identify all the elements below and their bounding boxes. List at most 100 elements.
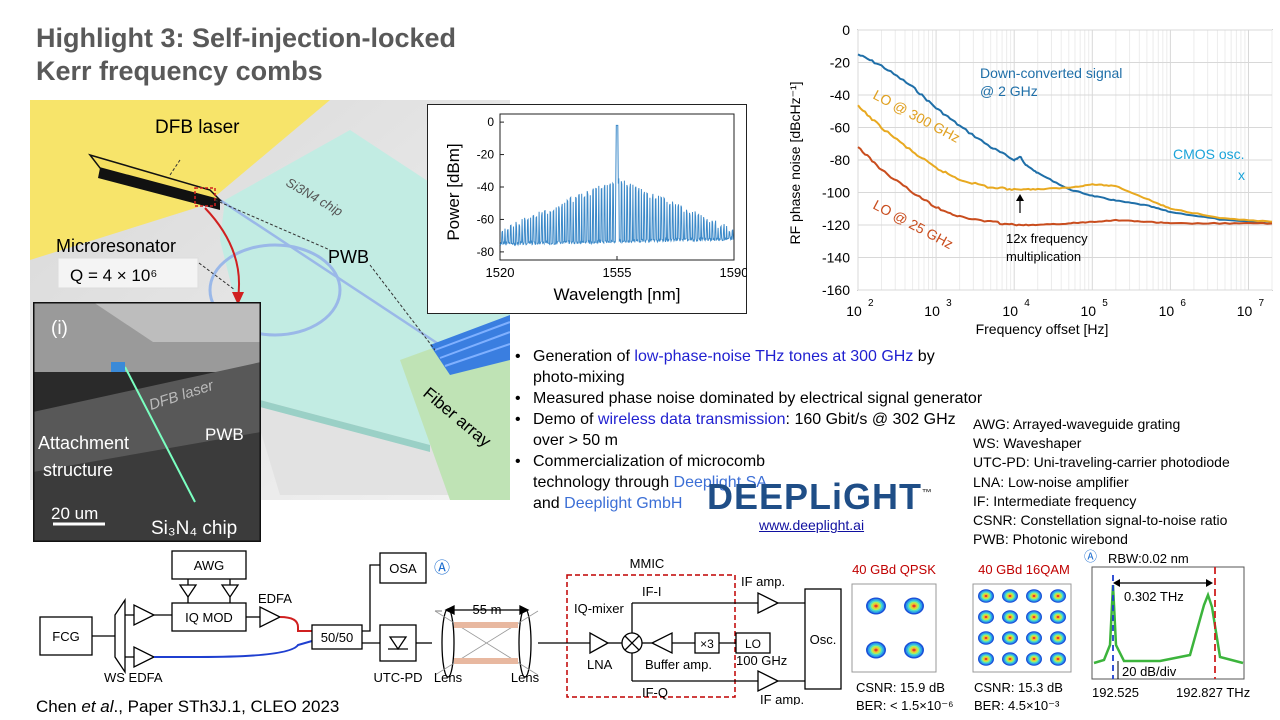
- lna-amp: [589, 631, 610, 655]
- abbreviation-list: AWG: Arrayed-waveguide grating WS: Waves…: [973, 415, 1230, 549]
- deeplight-gmbh-link[interactable]: Deeplight GmbH: [564, 495, 683, 512]
- y-tick-label: -100: [822, 185, 850, 201]
- annotation-mult-1: 12x frequency: [1006, 231, 1088, 246]
- y-tick-label: -80: [830, 152, 850, 168]
- bullet-list: Generation of low-phase-noise THz tones …: [513, 346, 983, 514]
- series-line-3: [857, 146, 1273, 227]
- microresonator-label: Microresonator: [56, 236, 176, 256]
- waveshaper: [114, 597, 126, 675]
- fcg-label: FCG: [52, 629, 79, 644]
- title-line-1: Highlight 3: Self-injection-locked: [36, 23, 457, 53]
- spectrum-xlabel: Wavelength [nm]: [554, 285, 681, 304]
- ws-edfa-label: WS EDFA: [104, 670, 163, 685]
- rbw-label: RBW:0.02 nm: [1108, 551, 1189, 566]
- y-tick-label: 0: [842, 22, 850, 38]
- if-amp-top: [757, 591, 780, 615]
- spectrum-x-tick: 1590: [720, 265, 747, 280]
- buffer-amp: [650, 631, 673, 655]
- deeplight-sa-link[interactable]: Deeplight SA: [673, 474, 767, 491]
- spectrum-ylabel: Power [dBm]: [444, 143, 463, 240]
- utc-pd-box: [379, 624, 417, 662]
- x-tick-exponent: 4: [1024, 298, 1030, 309]
- osa-label: OSA: [389, 561, 417, 576]
- sem-scalebar-label: 20 um: [51, 504, 98, 523]
- x-tick-label: 10: [846, 303, 862, 319]
- if-i-label: IF-I: [642, 584, 662, 599]
- x-tick-exponent: 2: [868, 298, 874, 309]
- rf-marker-a: Ⓐ: [1084, 549, 1097, 564]
- bullet-1-highlight: low-phase-noise THz tones at 300 GHz: [634, 348, 914, 365]
- y-tick-label: -160: [822, 282, 850, 298]
- spectrum-y-tick: -40: [477, 180, 495, 194]
- y-tick-label: -60: [830, 120, 850, 136]
- dfb-laser-label: DFB laser: [155, 117, 240, 138]
- lo-label: LO: [745, 637, 761, 651]
- qpsk-title: 40 GBd QPSK: [852, 562, 936, 577]
- x-tick-label: 10: [1159, 303, 1175, 319]
- annotation-cmos-2: x: [1238, 167, 1245, 183]
- osa-box: [379, 552, 427, 584]
- bus-waveguide: [219, 198, 441, 347]
- spacing-label: 0.302 THz: [1124, 589, 1184, 604]
- y-tick-label: -40: [830, 87, 850, 103]
- sem-panel-label: (i): [51, 318, 68, 339]
- abbrev-item: LNA: Low-noise amplifier: [973, 473, 1129, 490]
- awg-label: AWG: [194, 558, 225, 573]
- bullet-3-highlight: wireless data transmission: [597, 411, 786, 428]
- abbrev-item: CSNR: Constellation signal-to-noise rati…: [973, 512, 1228, 529]
- mmic-box: [566, 574, 736, 698]
- mmic-label: MMIC: [630, 556, 665, 571]
- if-amp-bottom-label: IF amp.: [760, 692, 804, 705]
- if-q-label: IF-Q: [642, 685, 668, 700]
- splitter-label: 50/50: [321, 630, 354, 645]
- y-tick-label: -140: [822, 250, 850, 266]
- lens-1-label: Lens: [434, 670, 463, 685]
- series-line-1: [857, 53, 1272, 225]
- deeplight-logo: DEEPLiGHT™: [707, 476, 934, 517]
- sem-attach-line2: structure: [43, 460, 113, 480]
- constellation-panel: 40 GBd QPSK 40 GBd 16QAM CSNR: 15.9 dB B…: [851, 562, 1072, 713]
- q-factor: Q = 4 × 10⁶: [70, 266, 157, 285]
- x-tick-exponent: 5: [1102, 298, 1108, 309]
- lo-freq-label: 100 GHz: [736, 653, 787, 668]
- lna-label: LNA: [587, 657, 613, 672]
- optical-spectrum-panel: Ⓐ RBW:0.02 nm 0.302 THz 20 dB/div 192.52…: [1084, 549, 1250, 700]
- spectrum-x-tick: 1555: [603, 265, 632, 280]
- qam-title: 40 GBd 16QAM: [978, 562, 1070, 577]
- iq-mixer-label: IQ-mixer: [574, 601, 625, 616]
- x-tick-exponent: 3: [946, 298, 952, 309]
- utc-pd-label: UTC-PD: [373, 670, 422, 685]
- y-tick-label: -120: [822, 217, 850, 233]
- osc-label: Osc.: [810, 632, 837, 647]
- sem-inset: (i) DFB laser Attachment structure PWB 2…: [33, 302, 261, 542]
- bullet-1: Generation of low-phase-noise THz tones …: [513, 346, 983, 388]
- x-tick-label: 10: [1237, 303, 1253, 319]
- zoom-arrow: [204, 207, 240, 299]
- annotation-cmos-1: CMOS osc.: [1173, 146, 1245, 162]
- edfa-amp-2: [259, 605, 282, 629]
- sem-pwb-label: PWB: [205, 425, 244, 444]
- x-tick-exponent: 6: [1180, 298, 1186, 309]
- annotation-down-converted-1: Down-converted signal: [980, 65, 1122, 81]
- deeplight-url[interactable]: www.deeplight.ai: [759, 517, 865, 533]
- spectrum-x-tick: 1520: [486, 265, 515, 280]
- annotation-down-converted-2: @ 2 GHz: [980, 83, 1038, 99]
- spectrum-trace: [499, 124, 734, 247]
- lens-2-label: Lens: [511, 670, 540, 685]
- sem-chip-label: Si₃N₄ chip: [151, 518, 237, 539]
- bullet-3: Demo of wireless data transmission: 160 …: [513, 409, 983, 451]
- awg-box: [171, 550, 247, 580]
- x-tick-label: 10: [1002, 303, 1018, 319]
- scale-label: 20 dB/div: [1122, 664, 1177, 679]
- freq-1-label: 192.525: [1092, 685, 1139, 700]
- slide-title: Highlight 3: Self-injection-locked Kerr …: [36, 22, 456, 88]
- qam-ber: BER: 4.5×10⁻³: [974, 698, 1060, 713]
- qam-csnr: CSNR: 15.3 dB: [974, 680, 1063, 695]
- series-line-2: [857, 104, 1273, 223]
- qpsk-ber: BER: < 1.5×10⁻⁶: [856, 698, 954, 713]
- freq-2-label: 192.827 THz: [1176, 685, 1250, 700]
- phase-noise-xlabel: Frequency offset [Hz]: [976, 321, 1109, 337]
- zoom-box: [194, 187, 216, 207]
- abbrev-item: AWG: Arrayed-waveguide grating: [973, 416, 1181, 432]
